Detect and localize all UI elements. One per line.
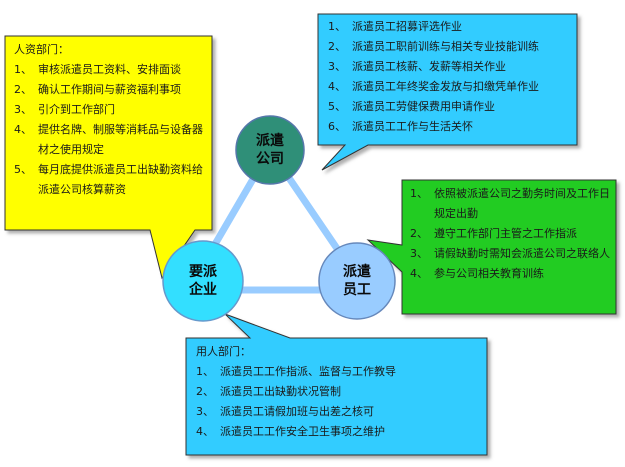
list-item: 4、派遣员工工作安全卫生事项之维护 [196,425,385,438]
list-item: 6、派遣员工工作与生活关怀 [328,120,473,133]
list-item: 1、派遣员工工作指派、监督与工作教导 [196,365,396,378]
list-item: 3、引介到工作部门 [14,103,115,116]
list-item: 2、派遣员工职前训练与相关专业技能训练 [328,40,539,53]
list-item: 2、遵守工作部门主管之工作指派 [410,227,577,240]
node-dispatched-staff [318,242,396,320]
list-item: 4、派遣员工年终奖金发放与扣缴凭单作业 [328,80,539,93]
staff-callout-box [366,179,617,315]
list-item: 3、派遣员工请假加班与出差之核可 [196,405,374,418]
list-item: 1、审核派遣员工资料、安排面谈 [14,63,181,76]
hr-box-text: 人资部门： 1、审核派遣员工资料、安排面谈 2、确认工作期间与薪资福利事项 3、… [14,40,206,200]
list-item: 3、派遣员工核薪、发薪等相关作业 [328,60,506,73]
list-item: 4、提供名牌、制服等消耗品与设备器材之使用规定 [14,123,203,156]
node-requesting-enterprise [162,240,244,322]
hr-heading: 人资部门： [14,43,69,56]
user-heading: 用人部门： [196,345,251,358]
node-dispatch-company [235,115,305,185]
node-enterprise-label: 要派企业 [189,264,217,298]
node-company-label: 派遣公司 [256,133,284,167]
user-callout-box [185,313,488,456]
list-item: 2、确认工作期间与薪资福利事项 [14,83,181,96]
list-item: 4、参与公司相关教育训练 [410,267,544,280]
list-item: 3、请假缺勤时需知会派遣公司之联络人 [410,247,610,260]
dispatch-box-text: 1、派遣员工招募评选作业 2、派遣员工职前训练与相关专业技能训练 3、派遣员工核… [328,17,574,137]
list-item: 1、依照被派遣公司之勤务时间及工作日规定出勤 [410,187,610,220]
staff-box-text: 1、依照被派遣公司之勤务时间及工作日规定出勤 2、遵守工作部门主管之工作指派 3… [410,184,612,284]
user-box-text: 用人部门： 1、派遣员工工作指派、监督与工作教导 2、派遣员工出缺勤状况管制 3… [196,342,484,442]
list-item: 2、派遣员工出缺勤状况管制 [196,385,341,398]
list-item: 5、派遣员工劳健保费用申请作业 [328,100,495,113]
dispatch-callout-box [317,13,578,171]
list-item: 1、派遣员工招募评选作业 [328,20,462,33]
list-item: 5、每月底提供派遣员工出缺勤资料给派遣公司核算薪资 [14,163,203,196]
node-staff-label: 派遣员工 [343,264,371,298]
